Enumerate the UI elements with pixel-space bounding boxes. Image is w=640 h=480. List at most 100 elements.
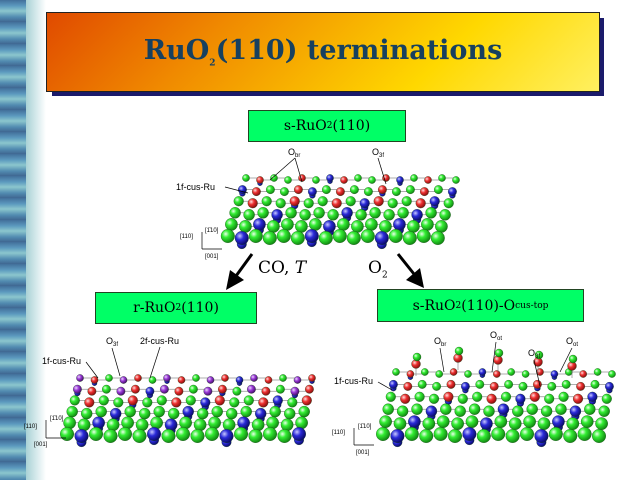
svg-text:1f-cus-Ru: 1f-cus-Ru — [42, 356, 81, 366]
svg-text:Obr: Obr — [434, 336, 446, 348]
oxygen-atom — [95, 405, 107, 418]
on-top-oxygen-atom — [568, 354, 578, 364]
oxygen-atom — [465, 415, 479, 428]
ruthenium-atom — [411, 209, 423, 221]
oxygen-atom — [299, 209, 311, 221]
oxygen-atom — [276, 229, 291, 243]
oxygen-atom — [521, 370, 530, 378]
oxygen-atom — [225, 218, 238, 231]
surface-oxygen-atom — [378, 185, 387, 194]
surface-oxygen-atom — [424, 176, 432, 184]
oxygen-atom — [124, 405, 136, 418]
right-annotations: Obr Oot O3f Oot 1f-cus-Ru [110] [1̄10] [… — [332, 330, 578, 456]
oxygen-atom — [430, 231, 445, 245]
oxygen-atom — [404, 427, 419, 441]
ruthenium-atom — [461, 382, 470, 391]
oxygen-atom — [507, 368, 515, 376]
oxygen-atom — [277, 429, 292, 443]
oxygen-atom — [168, 407, 180, 420]
oxygen-atom — [176, 427, 190, 441]
oxygen-atom — [121, 416, 134, 430]
oxygen-atom — [60, 427, 74, 441]
surface-oxygen-atom — [127, 395, 138, 406]
oxygen-atom — [540, 405, 553, 417]
surface-oxygen-atom — [131, 384, 140, 394]
ruthenium-atom — [92, 416, 105, 430]
surface-oxygen-atom — [576, 382, 585, 391]
oxygen-atom — [393, 417, 407, 430]
ruthenium-atom — [219, 429, 234, 443]
surface-oxygen-atom — [449, 368, 458, 376]
svg-text:O3f: O3f — [106, 336, 118, 348]
oxygen-atom — [270, 174, 278, 182]
right-slab-structure — [376, 346, 616, 448]
surface-oxygen-atom — [177, 376, 186, 384]
ruthenium-atom — [238, 185, 247, 194]
top-cus-label: 1f-cus-Ru — [176, 182, 215, 192]
surface-oxygen-atom — [572, 393, 584, 404]
oxygen-atom — [257, 207, 269, 219]
oxygen-atom — [66, 405, 78, 418]
oxygen-atom — [590, 380, 600, 389]
ruthenium-atom — [605, 382, 614, 391]
obr-label: Obr — [288, 147, 300, 159]
oxygen-atom — [419, 429, 434, 443]
oxygen-atom — [608, 370, 616, 378]
oxygen-atom — [135, 418, 149, 432]
ruthenium-atom — [462, 427, 477, 441]
surface-oxygen-atom — [443, 391, 454, 402]
ruthenium-atom — [272, 395, 283, 406]
left-arrow-label: CO, T — [258, 258, 307, 278]
top-annotations: Obr O3f 1f-cus-Ru [110] [1̄10] [001] — [176, 147, 387, 260]
oxygen-atom — [440, 403, 452, 415]
ruthenium-atom — [237, 416, 250, 430]
surface-oxygen-atom — [134, 374, 142, 382]
oxygen-atom — [161, 429, 176, 443]
oxygen-atom — [410, 174, 418, 182]
oxygen-atom — [322, 185, 331, 194]
oxygen-atom — [262, 231, 277, 245]
on-top-oxygen-atom — [412, 352, 422, 362]
oxygen-atom — [332, 229, 347, 243]
oxygen-atom — [345, 196, 356, 207]
oxygen-atom — [189, 384, 198, 394]
ruthenium-atom — [359, 198, 370, 209]
oxygen-atom — [508, 417, 522, 430]
oxygen-atom — [491, 427, 506, 441]
oxygen-atom — [153, 405, 165, 418]
cus-ru-atom — [203, 386, 213, 396]
ruthenium-atom — [408, 415, 421, 428]
oxygen-atom — [593, 368, 602, 376]
oxygen-atom — [376, 427, 390, 441]
oxygen-atom — [351, 220, 364, 233]
oxygen-atom — [234, 427, 248, 441]
oxygen-atom — [526, 403, 538, 415]
on-top-oxygen-atom — [494, 348, 504, 358]
right-reaction-arrow — [396, 253, 424, 288]
oxygen-atom — [211, 405, 223, 418]
ruthenium-atom — [389, 380, 398, 389]
surface-oxygen-atom — [529, 391, 540, 402]
surface-oxygen-atom — [289, 196, 300, 207]
oxygen-atom — [156, 395, 167, 406]
oxygen-atom — [205, 427, 219, 441]
oxygen-atom — [416, 229, 431, 243]
oxygen-atom — [436, 415, 450, 428]
oxygen-atom — [500, 391, 512, 402]
ruthenium-atom — [374, 231, 389, 245]
oxygen-atom — [240, 405, 252, 418]
oxygen-atom — [422, 417, 436, 430]
ruthenium-atom — [550, 370, 559, 378]
ruthenium-atom — [292, 427, 306, 441]
oxygen-atom — [266, 416, 279, 430]
oxygen-atom — [105, 374, 113, 382]
surface-oxygen-atom — [84, 397, 95, 408]
cus-ru-atom — [116, 386, 126, 396]
oxygen-atom — [248, 429, 263, 443]
cus-ru-atom — [250, 374, 258, 382]
oxygen-atom — [142, 397, 153, 408]
ruthenium-atom — [429, 196, 440, 207]
surface-oxygen-atom — [331, 198, 342, 209]
oxygen-atom — [267, 220, 280, 233]
oxygen-atom — [523, 415, 536, 428]
